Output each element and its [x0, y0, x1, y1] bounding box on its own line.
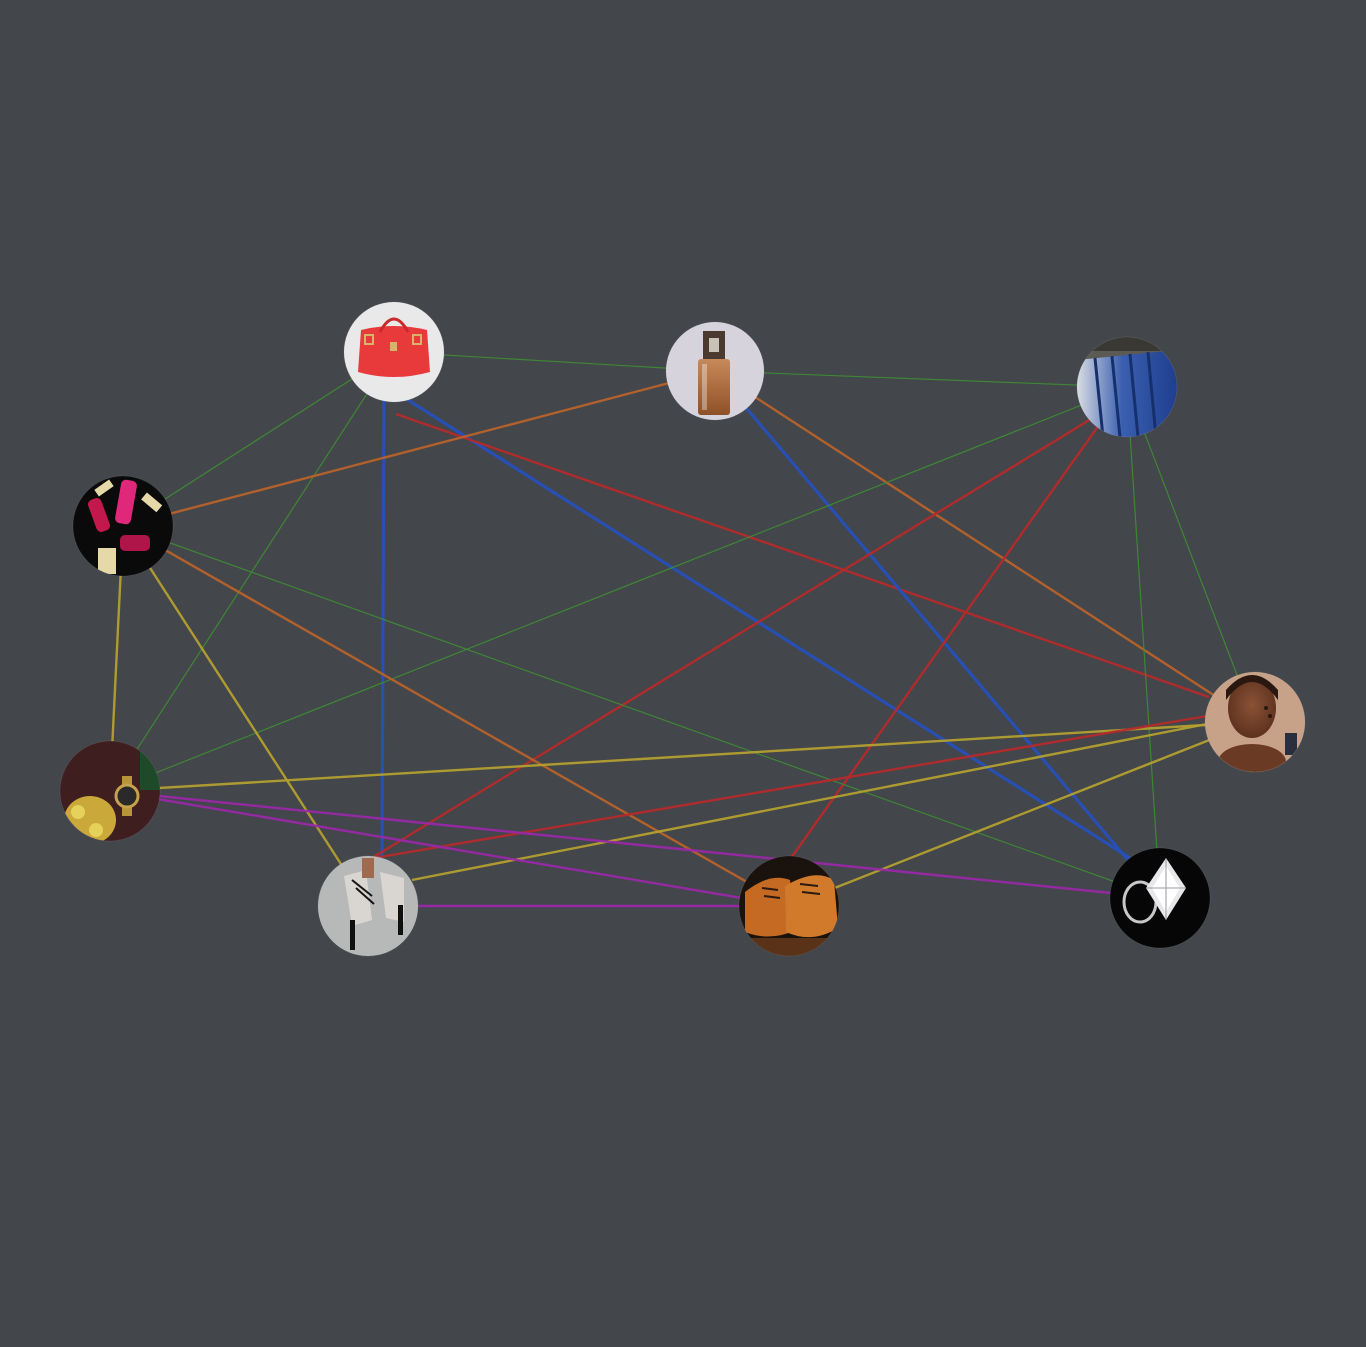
- blue-suits-rack-icon: [1077, 337, 1177, 437]
- edge-lipstick-heels: [121, 525, 370, 907]
- high-heels-icon: [318, 856, 418, 956]
- nodes-layer: [59, 301, 1306, 957]
- woman-portrait-icon: [1205, 672, 1305, 772]
- edge-suits-watch: [109, 386, 1128, 792]
- edge-perfume-ring: [713, 369, 1162, 900]
- edge-perfume-suits: [714, 370, 1128, 388]
- edge-handbag-ring: [407, 398, 1131, 860]
- edge-suits-heels: [371, 417, 1092, 860]
- edges-layer: [108, 351, 1256, 908]
- edge-handbag-lipstick: [122, 351, 395, 527]
- edge-watch-oxfords: [109, 789, 790, 908]
- edge-handbag-watch: [109, 351, 395, 792]
- ring-node[interactable]: [1109, 847, 1211, 949]
- edge-suits-model: [1126, 386, 1256, 723]
- perfume-node[interactable]: [665, 321, 765, 421]
- edge-perfume-lipstick: [122, 369, 716, 528]
- handbag-node[interactable]: [343, 301, 445, 403]
- lipsticks-icon: [73, 476, 173, 576]
- edge-perfume-model: [714, 369, 1256, 724]
- edge-model-watch: [109, 720, 1256, 793]
- oxfords-node[interactable]: [738, 855, 840, 957]
- edge-model-heels: [373, 714, 1208, 860]
- lipstick-node[interactable]: [72, 475, 174, 577]
- edge-lipstick-oxfords: [122, 524, 790, 908]
- edge-suits-ring: [1126, 386, 1161, 899]
- edge-handbag-perfume: [393, 351, 716, 372]
- edge-model-oxfords: [788, 720, 1256, 908]
- edge-heels-model: [411, 722, 1208, 882]
- red-handbag-icon: [344, 302, 444, 402]
- suits-node[interactable]: [1076, 336, 1178, 438]
- edge-handbag-model: [395, 412, 1210, 699]
- edge-lipstick-ring: [122, 525, 1161, 899]
- heels-node[interactable]: [317, 855, 419, 957]
- perfume-bottle-icon: [666, 322, 764, 420]
- watch-node[interactable]: [59, 740, 162, 844]
- edge-handbag-heels: [380, 399, 386, 859]
- model-node[interactable]: [1204, 671, 1306, 780]
- brown-oxford-shoes-icon: [739, 856, 839, 956]
- diamond-ring-icon: [1110, 848, 1210, 948]
- edge-suits-oxfords: [790, 424, 1100, 859]
- edge-watch-ring: [109, 789, 1161, 900]
